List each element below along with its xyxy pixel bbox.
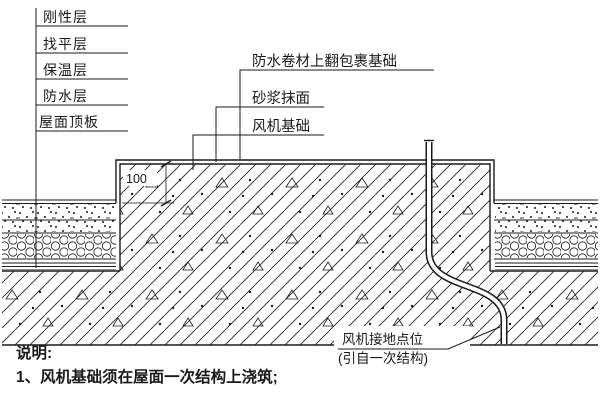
waterproof-band-right bbox=[495, 260, 598, 270]
membrane-wrap-line bbox=[115, 159, 495, 203]
grounding-label-line2: (引自一次结构) bbox=[338, 351, 428, 366]
notes: 说明: 1、风机基础须在屋面一次结构上浇筑; bbox=[16, 343, 278, 386]
layer-boundary-lines-left bbox=[2, 199, 116, 260]
detail-callouts: 防水卷材上翻包裹基础 砂浆抹面 风机基础 bbox=[192, 53, 434, 170]
callout-membrane-wrap: 防水卷材上翻包裹基础 bbox=[252, 53, 397, 70]
layer-label-leveling: 找平层 bbox=[43, 36, 88, 52]
callout-fan-foundation: 风机基础 bbox=[252, 118, 310, 135]
grounding-label-background bbox=[334, 326, 470, 368]
roof-layers-left bbox=[2, 199, 116, 270]
slab-outline bbox=[2, 270, 598, 346]
grounding-conduit bbox=[424, 139, 508, 344]
layer-label-roof-slab: 屋面顶板 bbox=[39, 114, 99, 130]
dimension-value: 100 bbox=[126, 172, 147, 186]
dimension-tick-marks bbox=[160, 160, 172, 207]
layer-label-waterproof: 防水层 bbox=[43, 88, 88, 104]
grounding-callout: 风机接地点位 (引自一次结构) bbox=[334, 326, 501, 368]
layer-callout-ladder: 刚性层 找平层 保温层 防水层 屋面顶板 bbox=[35, 8, 128, 268]
conduit-bore bbox=[427, 142, 506, 344]
notes-heading: 说明: bbox=[16, 343, 52, 362]
layer-boundary-lines-right bbox=[494, 199, 598, 260]
grounding-label-line1: 风机接地点位 bbox=[342, 331, 423, 347]
roof-layers-right bbox=[494, 199, 598, 270]
layer-callout-leader-lines bbox=[35, 8, 128, 268]
waterproof-band-left bbox=[2, 260, 116, 270]
grounding-leader-line bbox=[338, 326, 501, 350]
detail-leader-lines bbox=[192, 69, 434, 170]
rigid-leveling-band-left bbox=[2, 204, 116, 232]
foundation-outline bbox=[119, 163, 491, 271]
callout-mortar-finish: 砂浆抹面 bbox=[252, 89, 310, 107]
dimension-text-background bbox=[123, 170, 157, 186]
layer-label-rigid: 刚性层 bbox=[43, 9, 88, 25]
layer-label-insulation: 保温层 bbox=[43, 62, 88, 78]
insulation-band-left bbox=[2, 234, 116, 258]
insulation-band-right bbox=[495, 234, 598, 258]
rigid-leveling-band-right bbox=[495, 204, 598, 232]
dimension-100: 100 bbox=[122, 160, 174, 207]
foundation-and-slab bbox=[2, 163, 598, 346]
concrete-scatter-marks bbox=[2, 164, 598, 345]
notes-item-1: 1、风机基础须在屋面一次结构上浇筑; bbox=[16, 367, 278, 386]
